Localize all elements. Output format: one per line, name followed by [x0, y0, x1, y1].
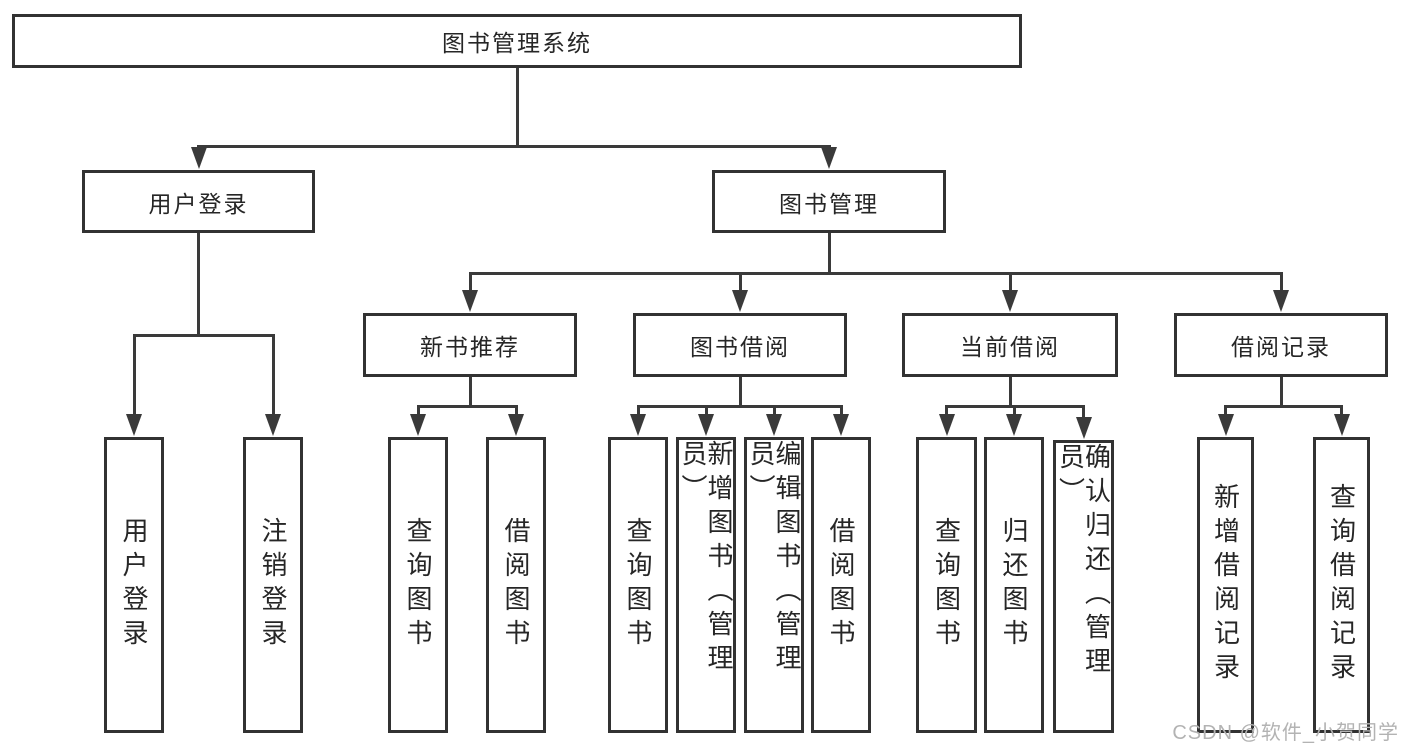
drop-current-borrowing	[1008, 273, 1012, 292]
bar-borrowing-records	[1224, 404, 1343, 408]
drop-bb-query-books	[636, 406, 640, 416]
node-label-book-management: 图书管理	[779, 190, 879, 217]
drop-cb-confirm-return-admin	[1082, 406, 1085, 419]
node-cb-confirm-return-admin: 确认归还（管理员）	[1053, 440, 1114, 733]
bar-root	[197, 144, 831, 148]
stem-root	[515, 68, 519, 146]
node-root: 图书管理系统	[12, 14, 1022, 68]
arrowhead-into-bb-add-books-admin	[698, 414, 714, 436]
node-bb-add-books-admin: 新增图书（管理员）	[676, 437, 736, 733]
node-label-new-book-recommend: 新书推荐	[420, 334, 520, 360]
bar-book-borrowing	[636, 404, 843, 408]
stem-borrowing-records	[1279, 377, 1283, 406]
node-label-rec-query-books: 查询图书	[403, 517, 433, 653]
stem-new-book-recommend	[468, 377, 472, 406]
arrowhead-into-bb-query-books	[630, 414, 646, 436]
node-br-query-record: 查询借阅记录	[1313, 437, 1370, 733]
drop-br-add-record	[1224, 406, 1227, 416]
node-current-borrowing: 当前借阅	[902, 313, 1118, 377]
node-logout-action: 注销登录	[243, 437, 303, 733]
stem-book-borrowing	[738, 377, 742, 406]
node-cb-query-books: 查询图书	[916, 437, 977, 733]
arrowhead-into-bb-borrow-books	[833, 414, 849, 436]
node-label-br-add-record: 新增借阅记录	[1210, 483, 1241, 687]
node-label-current-borrowing: 当前借阅	[960, 334, 1060, 360]
node-book-management: 图书管理	[712, 170, 946, 233]
bar-book-management	[468, 271, 1283, 275]
drop-rec-borrow-books	[514, 406, 518, 416]
node-label-bb-edit-books-admin: 编辑图书（管理员）	[746, 440, 802, 678]
drop-rec-query-books	[416, 406, 420, 416]
stem-current-borrowing	[1008, 377, 1012, 406]
node-bb-query-books: 查询图书	[608, 437, 668, 733]
node-label-logout-action: 注销登录	[258, 517, 288, 653]
node-rec-borrow-books: 借阅图书	[486, 437, 546, 733]
node-label-cb-return-books: 归还图书	[999, 517, 1029, 653]
drop-user-login-action	[132, 335, 136, 416]
arrowhead-into-cb-return-books	[1006, 414, 1022, 436]
node-label-cb-query-books: 查询图书	[931, 517, 962, 653]
arrowhead-into-logout-action	[265, 414, 281, 436]
node-bb-edit-books-admin: 编辑图书（管理员）	[744, 437, 804, 733]
bar-new-book-recommend	[416, 404, 518, 408]
drop-bb-add-books-admin	[704, 406, 708, 416]
node-label-bb-add-books-admin: 新增图书（管理员）	[678, 440, 734, 678]
drop-book-borrowing	[738, 273, 742, 292]
node-cb-return-books: 归还图书	[984, 437, 1044, 733]
arrowhead-into-cb-confirm-return-admin	[1075, 417, 1092, 439]
arrowhead-into-br-add-record	[1217, 414, 1234, 436]
arrowhead-into-book-borrowing	[732, 290, 748, 312]
arrowhead-into-user-login	[190, 147, 207, 169]
node-label-borrowing-records: 借阅记录	[1231, 334, 1331, 360]
arrowhead-into-borrowing-records	[1273, 290, 1289, 312]
arrowhead-into-new-book-recommend	[462, 290, 478, 312]
node-label-user-login: 用户登录	[148, 190, 249, 217]
node-label-bb-query-books: 查询图书	[623, 517, 653, 653]
csdn-watermark: CSDN @软件_小贺同学	[1172, 722, 1399, 744]
bar-user-login	[132, 333, 275, 337]
node-br-add-record: 新增借阅记录	[1197, 437, 1254, 733]
stem-user-login	[197, 233, 200, 335]
node-label-br-query-record: 查询借阅记录	[1326, 483, 1357, 687]
node-label-cb-confirm-return-admin: 确认归还（管理员）	[1055, 443, 1112, 681]
node-book-borrowing: 图书借阅	[633, 313, 847, 377]
node-label-bb-borrow-books: 借阅图书	[826, 517, 856, 653]
arrowhead-into-br-query-record	[1333, 414, 1350, 436]
node-borrowing-records: 借阅记录	[1174, 313, 1388, 377]
node-rec-query-books: 查询图书	[388, 437, 448, 733]
drop-new-book-recommend	[468, 273, 472, 292]
drop-br-query-record	[1340, 406, 1343, 416]
arrowhead-into-user-login-action	[126, 414, 142, 436]
node-label-root: 图书管理系统	[442, 30, 592, 56]
drop-cb-query-books	[945, 406, 948, 416]
node-user-login: 用户登录	[82, 170, 315, 233]
node-label-user-login-action: 用户登录	[119, 517, 149, 653]
arrowhead-into-bb-edit-books-admin	[766, 414, 782, 436]
stem-book-management	[827, 233, 831, 273]
drop-logout-action	[271, 335, 275, 416]
drop-bb-edit-books-admin	[772, 406, 776, 416]
arrowhead-into-cb-query-books	[938, 414, 955, 436]
drop-bb-borrow-books	[839, 406, 843, 416]
node-label-book-borrowing: 图书借阅	[690, 334, 790, 360]
arrowhead-into-current-borrowing	[1002, 290, 1018, 312]
node-bb-borrow-books: 借阅图书	[811, 437, 871, 733]
node-label-rec-borrow-books: 借阅图书	[501, 517, 531, 653]
drop-cb-return-books	[1012, 406, 1016, 416]
node-user-login-action: 用户登录	[104, 437, 164, 733]
node-new-book-recommend: 新书推荐	[363, 313, 577, 377]
arrowhead-into-rec-query-books	[410, 414, 426, 436]
arrowhead-into-rec-borrow-books	[508, 414, 524, 436]
arrowhead-into-book-management	[821, 147, 837, 169]
drop-borrowing-records	[1279, 273, 1283, 292]
